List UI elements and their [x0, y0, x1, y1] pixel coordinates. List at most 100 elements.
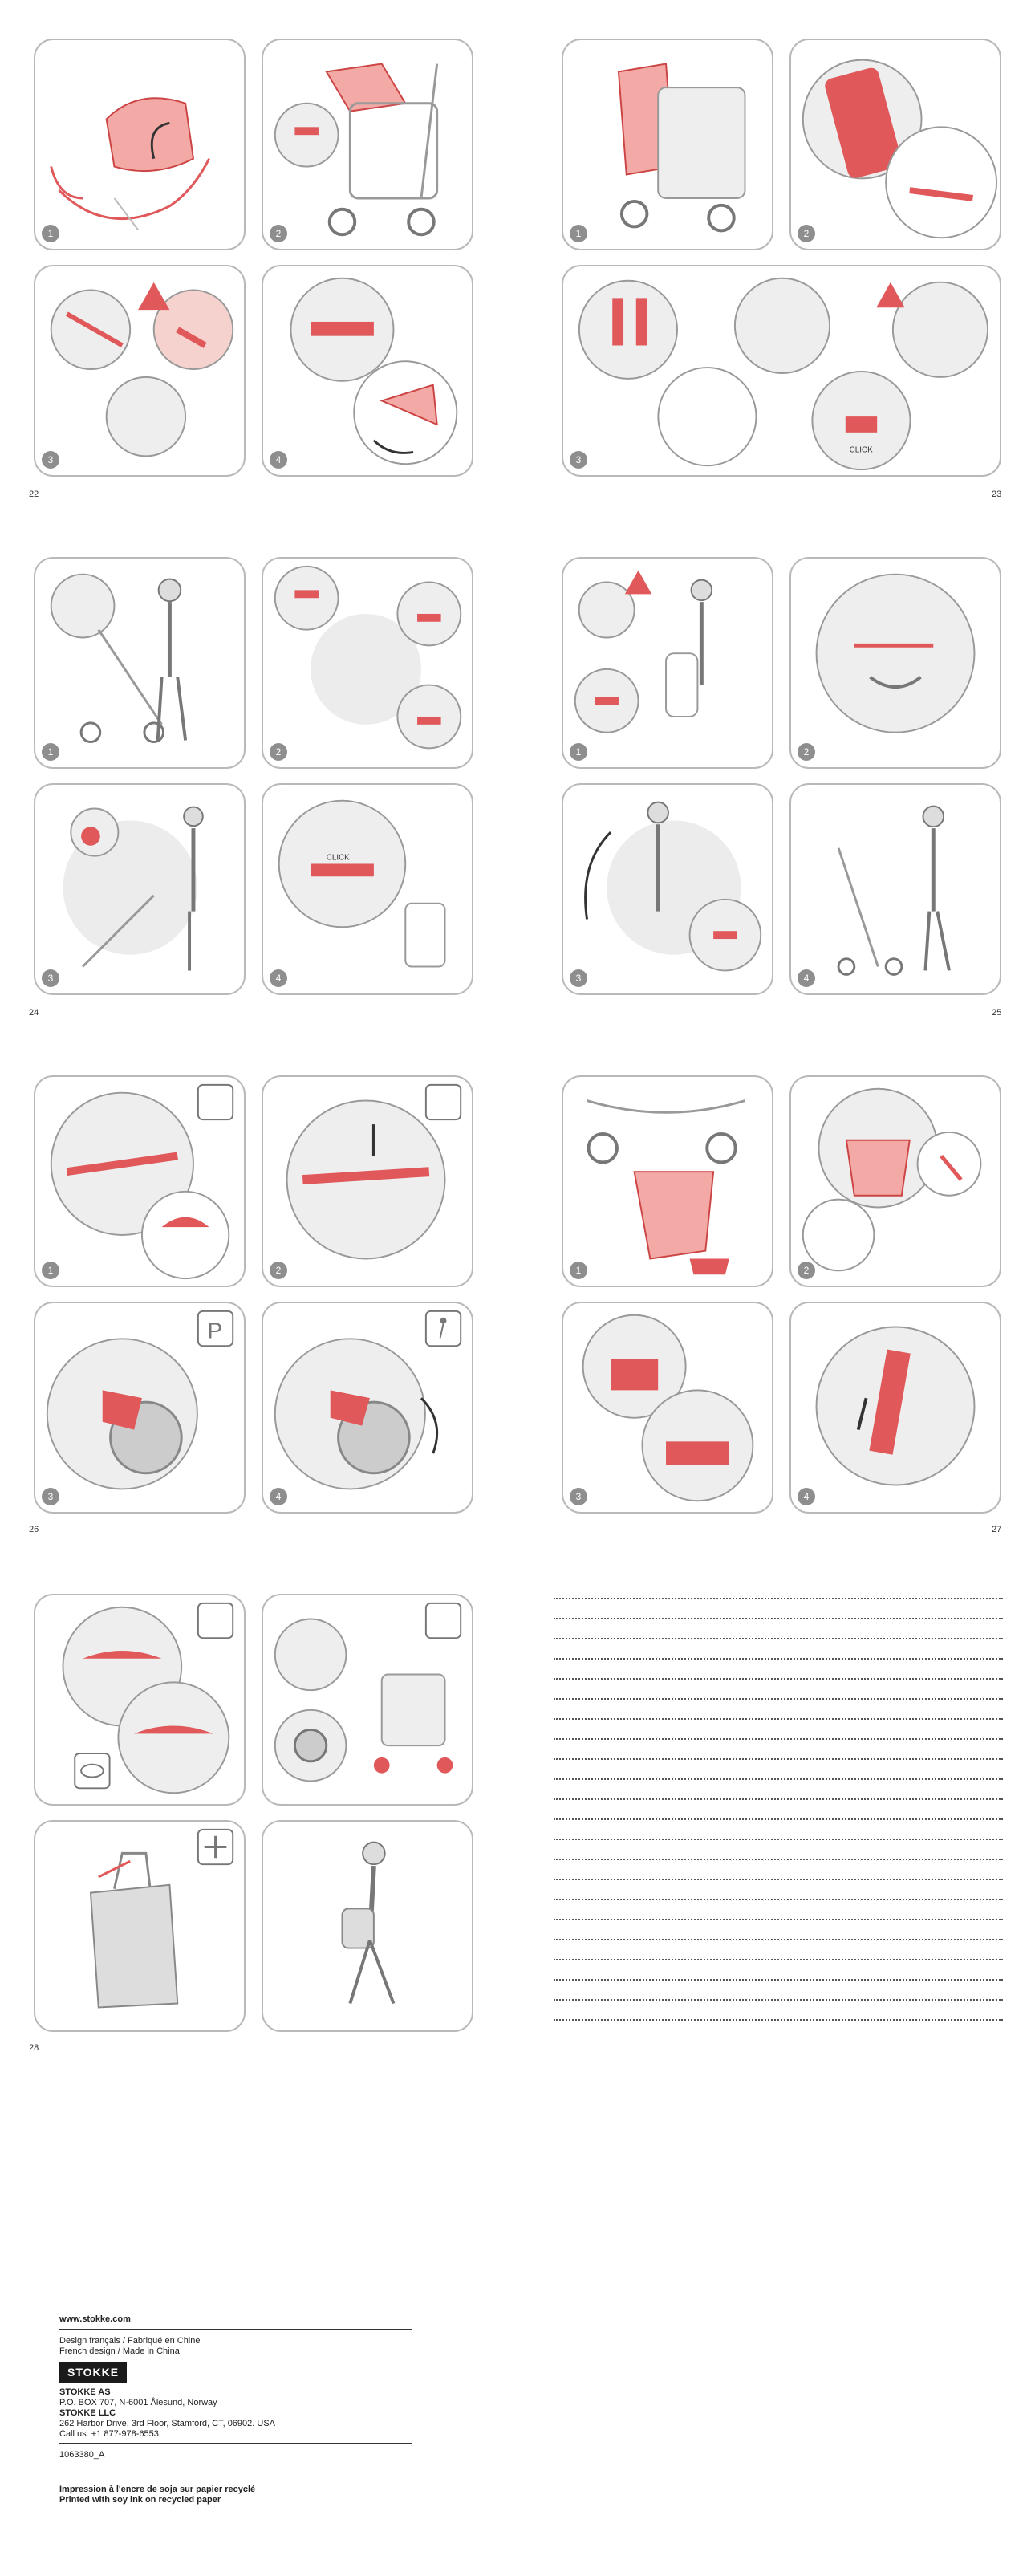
step-number: 4 [798, 1488, 815, 1505]
panel-ventilation-window [34, 1594, 246, 1806]
step-number: 4 [270, 1488, 287, 1505]
notes-line [554, 1760, 1003, 1780]
notes-line [554, 1960, 1003, 1981]
step-panel-basket-attach: 1 [562, 1075, 773, 1287]
notes-area [554, 1579, 1003, 2021]
page-number: 23 [992, 490, 1002, 499]
step-number: 4 [270, 451, 287, 469]
step-panel-canopy-extend: 4 [262, 265, 473, 477]
footer: www.stokke.com Design français / Fabriqu… [59, 2314, 412, 2505]
notes-line [554, 1820, 1003, 1840]
step-number: 2 [270, 743, 287, 761]
step-number: 2 [798, 1262, 815, 1279]
click-label: CLICK [327, 854, 350, 863]
click-label: CLICK [850, 445, 873, 454]
bag-illustration [89, 1828, 234, 2009]
step-panel-basket-under-seat: 3 [562, 1302, 773, 1514]
step-panel-basket-hooks: 2 [789, 1075, 1001, 1287]
step-panel-canopy-detached: 1 [34, 39, 246, 250]
website-link[interactable]: www.stokke.com [59, 2314, 131, 2324]
panel-walking-with-bag [262, 1820, 473, 2032]
phone: Call us: +1 877-978-6553 [59, 2429, 159, 2439]
company-2: STOKKE LLC [59, 2408, 116, 2418]
notes-line [554, 1700, 1003, 1720]
clips-illustration [50, 282, 234, 457]
step-panel-harness-buckle-click: CLICK 3 [562, 265, 1001, 477]
step-panel-unfold-stroller: 4 [789, 783, 1001, 995]
notes-line [554, 1900, 1003, 1920]
ventilation-illustration [62, 1602, 234, 1794]
step-panel-unfold-handle: 2 [789, 557, 1001, 769]
step-number: 1 [42, 743, 59, 761]
under-seat-illustration [582, 1314, 754, 1502]
step-number: 1 [42, 1262, 59, 1279]
address-1: P.O. BOX 707, N-6001 Ålesund, Norway [59, 2398, 217, 2407]
step-panel-seat-cover-on-stroller: 1 [562, 39, 773, 250]
print-note-fr: Impression à l'encre de soja sur papier … [59, 2485, 256, 2494]
notes-line [554, 1680, 1003, 1700]
step-number: 1 [42, 225, 59, 242]
step-panel-adult-pushing-stroller: 1 [34, 557, 246, 769]
page-number: 27 [992, 1525, 1002, 1534]
step-panel-backrest-recline: 1 [34, 1075, 246, 1287]
fold-foot-illustration [63, 806, 204, 971]
step-panel-backrest-upright: 2 [262, 1075, 473, 1287]
product-code: 1063380_A [59, 2450, 105, 2460]
hooks-illustration [802, 1087, 982, 1272]
panel-wheel-maintenance [262, 1594, 473, 1806]
notes-line [554, 1780, 1003, 1800]
lift-illustration [584, 801, 762, 972]
latch-illustration [815, 1326, 976, 1486]
step-panel-lift-folded-stroller: 3 [562, 783, 773, 995]
notes-line [554, 1800, 1003, 1820]
step-number: 2 [270, 1262, 287, 1279]
recline-illustration [50, 1083, 234, 1280]
step-panel-fold-lock-click: CLICK 4 [262, 783, 473, 995]
page-number: 24 [29, 1008, 39, 1018]
step-number: 4 [798, 969, 815, 987]
step-number: 4 [270, 969, 287, 987]
walking-illustration [341, 1841, 396, 2005]
step-number: 2 [270, 225, 287, 242]
step-number: 3 [570, 1488, 587, 1505]
notes-line [554, 1720, 1003, 1740]
notes-line [554, 1579, 1003, 1599]
basket-illustration [587, 1099, 745, 1275]
company-1: STOKKE AS [59, 2387, 111, 2397]
fold-lock-illustration: CLICK [278, 799, 446, 968]
step-panel-fold-release-buttons: 2 [262, 557, 473, 769]
extend-illustration [290, 277, 458, 465]
seat-cover-illustration [617, 63, 746, 233]
page-number: 28 [29, 2043, 39, 2053]
stokke-logo: STOKKE [59, 2362, 128, 2383]
step-number: 3 [42, 1488, 59, 1505]
harness-illustration: CLICK [578, 277, 989, 471]
unfold-illustration [837, 805, 951, 976]
design-en: French design / Made in China [59, 2346, 180, 2356]
upright-illustration [286, 1083, 462, 1260]
panel-travel-bag [34, 1820, 246, 2032]
wheel-illustration [274, 1602, 462, 1782]
parking-label: P [208, 1318, 222, 1343]
step-panel-canopy-attach-stroller: 2 [262, 39, 473, 250]
brake-on-illustration: P [46, 1310, 234, 1490]
adult-stroller-illustration [50, 573, 188, 743]
page-number: 22 [29, 490, 39, 499]
step-panel-canopy-clips-warning: 3 [34, 265, 246, 477]
divider [59, 2329, 412, 2330]
notes-line [554, 1940, 1003, 1960]
notes-line [554, 1860, 1003, 1880]
page-number: 25 [992, 1008, 1002, 1018]
step-panel-parking-brake-off: 4 [262, 1302, 473, 1514]
straps-illustration [802, 59, 998, 239]
step-panel-basket-latch: 4 [789, 1302, 1001, 1514]
step-number: 2 [798, 225, 815, 242]
notes-line [554, 1840, 1003, 1860]
notes-line [554, 1599, 1003, 1619]
design-fr: Design français / Fabriqué en Chine [59, 2336, 201, 2346]
step-panel-parking-brake-on: P 3 [34, 1302, 246, 1514]
notes-line [554, 1740, 1003, 1760]
notes-line [554, 1660, 1003, 1680]
step-panel-seat-cover-straps: 2 [789, 39, 1001, 250]
canopy-illustration [50, 97, 210, 230]
